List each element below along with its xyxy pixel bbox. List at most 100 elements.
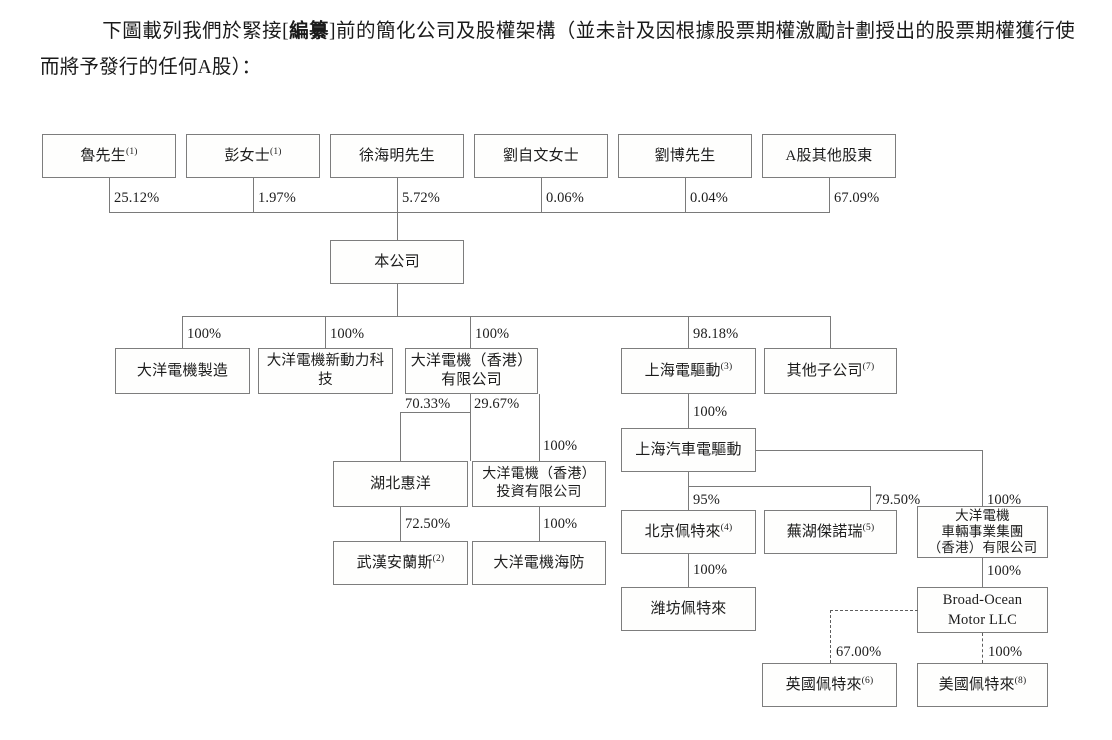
edge-sh-auto-to-vehicle-hk-horizontal [756, 450, 983, 451]
edge-sh-auto-to-wuhu [870, 486, 871, 510]
edge-hubei-to-wuhan [400, 507, 401, 541]
node-liu-bo[interactable]: 劉博先生 [618, 134, 752, 178]
node-label-line2: 車輛事業集團 [941, 524, 1024, 539]
edge-bus-to-hk-ltd [470, 316, 471, 348]
pct-wuhu: 79.50% [875, 492, 921, 508]
node-broad-ocean-motor-llc[interactable]: Broad-Ocean Motor LLC [917, 587, 1048, 633]
node-label-line3: （香港）有限公司 [927, 540, 1038, 555]
pct-liubo: 0.04% [690, 190, 728, 206]
edge-liuziwen-to-company [541, 178, 542, 212]
node-wuhu-jienuorui[interactable]: 蕪湖傑諾瑞(5) [764, 510, 897, 554]
edge-sh-auto-to-vehicle-hk-vertical [982, 450, 983, 510]
node-dayang-motor-haifang[interactable]: 大洋電機海防 [472, 541, 606, 585]
node-label-line2: 有限公司 [441, 372, 502, 388]
edge-sh-auto-down [688, 472, 689, 486]
node-shanghai-electric-drive[interactable]: 上海電驅動(3) [621, 348, 756, 394]
node-label-line2: 投資有限公司 [496, 485, 582, 500]
node-hubei-huiyang[interactable]: 湖北惠洋 [333, 461, 468, 507]
edge-bus-to-other-subs [830, 316, 831, 348]
shareholder-bus-line [109, 212, 830, 213]
node-label: 大洋電機新動力科技 [266, 353, 385, 388]
node-dayang-new-power-tech[interactable]: 大洋電機新動力科技 [258, 348, 393, 394]
edge-liubo-to-company [685, 178, 686, 212]
pct-lu: 25.12% [114, 190, 160, 206]
node-beijing-prestolite[interactable]: 北京佩特來(4) [621, 510, 756, 554]
edge-broad-ocean-to-uk-horizontal [830, 610, 918, 611]
node-label: 美國佩特來 [938, 676, 1015, 693]
pct-hubei-share: 70.33% [405, 396, 451, 412]
footnote-marker: (1) [269, 146, 282, 157]
sh-auto-split-bus [688, 486, 870, 487]
node-dayang-motor-hk-ltd[interactable]: 大洋電機（香港） 有限公司 [405, 348, 538, 394]
pct-hk-ltd: 100% [475, 326, 510, 342]
pct-ashare: 67.09% [834, 190, 880, 206]
node-other-subsidiaries[interactable]: 其他子公司(7) [764, 348, 897, 394]
node-label: 湖北惠洋 [370, 475, 431, 492]
node-label: 其他子公司 [786, 362, 863, 379]
node-label: 潍坊佩特來 [650, 600, 727, 617]
subsidiary-bus-line [182, 316, 830, 317]
intro-text-before: 下圖載列我們於緊接[ [102, 21, 289, 42]
node-us-prestolite[interactable]: 美國佩特來(8) [917, 663, 1048, 707]
pct-vehicle-hk: 100% [987, 492, 1022, 508]
footnote-marker: (2) [432, 553, 445, 564]
edge-to-hk-invest-right [539, 394, 540, 461]
node-dayang-motor-manufacturing[interactable]: 大洋電機製造 [115, 348, 250, 394]
pct-bj: 95% [693, 492, 720, 508]
node-label: A股其他股東 [785, 147, 873, 164]
edge-bus-to-sh-drive [688, 316, 689, 348]
node-weifang-prestolite[interactable]: 潍坊佩特來 [621, 587, 756, 631]
footnote-marker: (4) [720, 522, 733, 533]
edge-vehicle-hk-to-broad-ocean [982, 558, 983, 587]
node-xu-haiming[interactable]: 徐海明先生 [330, 134, 464, 178]
node-label-line1: 大洋電機 [955, 508, 1010, 523]
edge-bj-to-weifang [688, 554, 689, 587]
node-label: 武漢安蘭斯 [356, 554, 433, 571]
node-dayang-vehicle-business-group-hk[interactable]: 大洋電機 車輛事業集團 （香港）有限公司 [917, 506, 1048, 558]
node-uk-prestolite[interactable]: 英國佩特來(6) [762, 663, 897, 707]
node-label: 上海電驅動 [644, 362, 721, 379]
node-label: 本公司 [374, 253, 420, 270]
node-dayang-motor-hk-investment[interactable]: 大洋電機（香港） 投資有限公司 [472, 461, 606, 507]
pct-hk-invest-child: 100% [543, 438, 578, 454]
pct-haifang: 100% [543, 516, 578, 532]
footnote-marker: (7) [862, 361, 875, 372]
node-label: 彭女士 [224, 147, 270, 164]
pct-broad-ocean: 100% [987, 563, 1022, 579]
footnote-marker: (6) [861, 675, 874, 686]
node-shanghai-auto-electric-drive[interactable]: 上海汽車電驅動 [621, 428, 756, 472]
edge-hk-ltd-to-hk-invest [470, 394, 471, 461]
node-label: 魯先生 [80, 147, 126, 164]
intro-paragraph: 下圖載列我們於緊接[編纂]前的簡化公司及股權架構（並未計及因根據股票期權激勵計劃… [40, 14, 1075, 86]
pct-mfg: 100% [187, 326, 222, 342]
node-liu-ziwen[interactable]: 劉自文女士 [474, 134, 608, 178]
edge-broad-ocean-to-uk-vertical [830, 610, 831, 663]
footnote-marker: (8) [1014, 675, 1027, 686]
node-label-line1: 大洋電機（香港） [482, 467, 596, 482]
edge-lu-to-company [109, 178, 110, 212]
node-label-line2: Motor LLC [947, 612, 1018, 628]
node-lu-xiansheng[interactable]: 魯先生(1) [42, 134, 176, 178]
pct-xu: 5.72% [402, 190, 440, 206]
pct-hk-invest-share: 29.67% [474, 396, 520, 412]
pct-peng: 1.97% [258, 190, 296, 206]
edge-bus-to-newpower [325, 316, 326, 348]
node-wuhan-anlansi[interactable]: 武漢安蘭斯(2) [333, 541, 468, 585]
edge-sh-drive-to-sh-auto [688, 394, 689, 428]
node-label: 大洋電機海防 [493, 554, 585, 571]
node-the-company[interactable]: 本公司 [330, 240, 464, 284]
edge-hk-invest-to-haifang [539, 507, 540, 541]
node-label: 大洋電機製造 [136, 362, 229, 379]
edge-broad-ocean-to-us-vertical [982, 633, 983, 663]
edge-bus-to-company [397, 212, 398, 240]
edge-hk-ltd-to-hubei [400, 412, 401, 461]
pct-sh-auto-drive: 100% [693, 404, 728, 420]
node-a-share-other-shareholders[interactable]: A股其他股東 [762, 134, 896, 178]
edge-company-to-bus [397, 284, 398, 316]
hk-ltd-split-bus [400, 412, 471, 413]
edge-sh-auto-to-bj [688, 486, 689, 510]
footnote-marker: (3) [720, 361, 733, 372]
node-peng-nvshi[interactable]: 彭女士(1) [186, 134, 320, 178]
pct-sh-drive: 98.18% [693, 326, 739, 342]
node-label-line1: 大洋電機（香港） [410, 353, 533, 369]
